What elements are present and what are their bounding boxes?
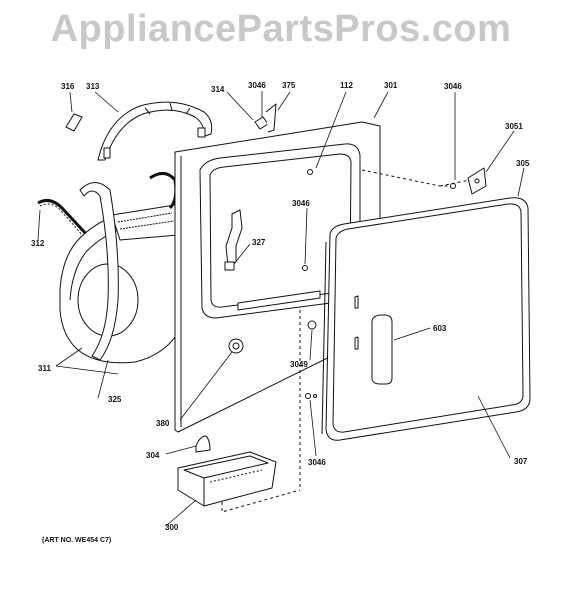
- callout-112: 112: [340, 81, 353, 90]
- callout-312: 312: [31, 239, 45, 248]
- callout-3049: 3049: [290, 360, 308, 369]
- part-304-foot: [195, 435, 211, 453]
- callout-3046-bottom: 3046: [308, 458, 326, 467]
- callout-325: 325: [108, 395, 122, 404]
- part-314-switch: [254, 116, 269, 130]
- callout-316: 316: [61, 82, 75, 91]
- art-number: (ART NO. WE454 C7): [42, 537, 112, 544]
- callout-311: 311: [38, 364, 51, 373]
- callout-304: 304: [146, 451, 160, 460]
- callout-314: 314: [211, 85, 225, 94]
- callout-313: 313: [86, 82, 100, 91]
- part-325-seal: [79, 182, 119, 361]
- part-3051-hinge: [467, 167, 487, 195]
- callout-3046-right: 3046: [444, 82, 462, 91]
- part-313-bearing-bracket: [97, 101, 213, 161]
- callout-3051: 3051: [505, 122, 523, 131]
- callout-300: 300: [165, 523, 179, 532]
- callout-307: 307: [514, 457, 528, 466]
- part-312-felt-seal: [37, 198, 93, 240]
- callout-301: 301: [384, 81, 398, 90]
- part-316-gasket-strip: [65, 113, 83, 132]
- part-305-door: [325, 197, 531, 441]
- callout-375: 375: [282, 81, 296, 90]
- callout-380: 380: [156, 419, 170, 428]
- callout-327: 327: [252, 238, 266, 247]
- callout-3046-mid: 3046: [292, 199, 310, 208]
- part-300-tray: [177, 451, 277, 507]
- part-603-handle: [371, 314, 393, 385]
- callout-3046-top: 3046: [248, 81, 266, 90]
- callout-305: 305: [516, 159, 530, 168]
- watermark: AppliancePartsPros.com: [50, 8, 512, 50]
- callout-603: 603: [433, 324, 447, 333]
